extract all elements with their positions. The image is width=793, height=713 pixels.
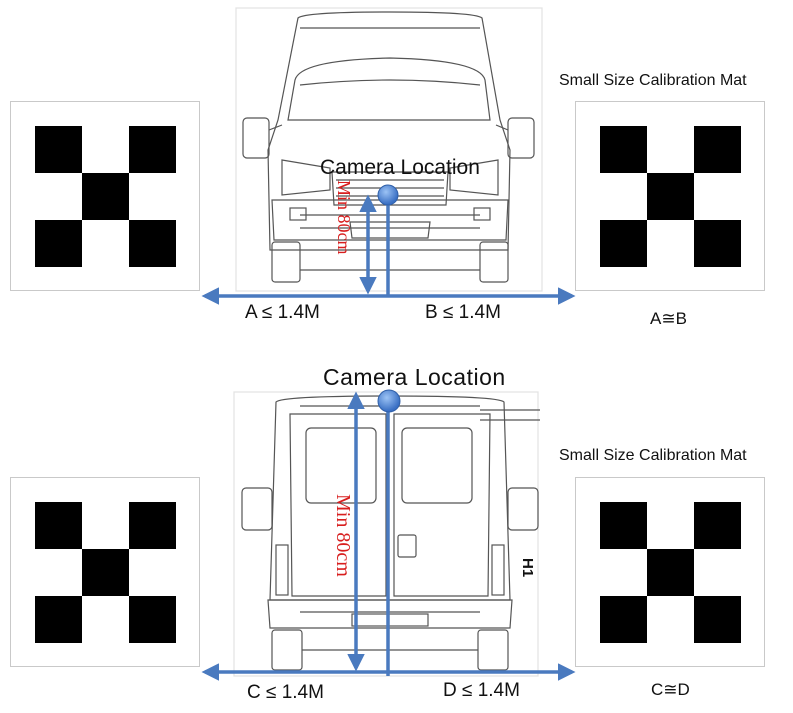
calibration-mat-bottom-left [10, 477, 200, 667]
top-camera-dot [377, 184, 399, 206]
top-distance-arrows [201, 194, 576, 305]
vehicle-marking-h1: H1 [519, 558, 536, 577]
bottom-camera-label: Camera Location [323, 364, 506, 390]
calibration-mat-bottom-right [575, 477, 765, 667]
bottom-height-label: Min 80cm [332, 494, 354, 577]
top-left-distance: A ≤ 1.4M [245, 302, 320, 323]
bottom-equality-note: C≅D [651, 680, 690, 699]
bottom-camera-dot [377, 389, 401, 413]
bottom-right-distance: D ≤ 1.4M [443, 680, 520, 701]
bottom-distance-arrows [201, 391, 576, 681]
van-rear-drawing [233, 391, 540, 677]
top-mat-title: Small Size Calibration Mat [559, 72, 747, 89]
top-height-label: Min 80cm [334, 180, 354, 255]
calibration-mat-top-left [10, 101, 200, 291]
top-right-distance: B ≤ 1.4M [425, 302, 501, 323]
top-camera-label: Camera Location [320, 156, 480, 179]
bottom-mat-title: Small Size Calibration Mat [559, 447, 747, 464]
top-equality-note: A≅B [650, 309, 687, 328]
bottom-left-distance: C ≤ 1.4M [247, 682, 324, 703]
calibration-mat-top-right [575, 101, 765, 291]
